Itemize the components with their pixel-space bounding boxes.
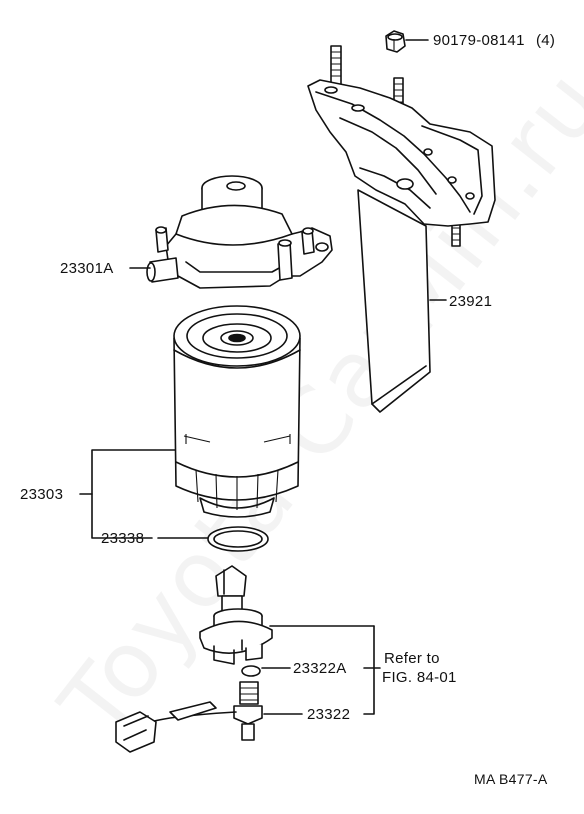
- filter-part: [79, 305, 301, 539]
- gasket-part: [157, 526, 269, 552]
- oring-part-number: 23322A: [293, 660, 347, 677]
- filter-head-part: [129, 175, 333, 289]
- diagram-code: MA B477-A: [474, 771, 548, 787]
- oring-part: [241, 665, 291, 677]
- switch-part-number: 23322: [307, 706, 351, 723]
- sensor-part: [199, 565, 375, 665]
- filter-head-part-number: 23301A: [60, 260, 114, 277]
- gasket-part-number: 23338: [101, 530, 145, 547]
- filter-part-number: 23303: [20, 486, 64, 503]
- refer-text-line2: FIG. 84-01: [382, 669, 457, 686]
- refer-text-line1: Refer to: [384, 650, 440, 667]
- refer-bracket: [363, 625, 381, 715]
- nut-part: [385, 30, 429, 53]
- bracket-part-number: 23921: [449, 293, 493, 310]
- nut-part-number: 90179-08141: [433, 32, 525, 49]
- bracket-part: [307, 45, 496, 413]
- switch-part: [115, 681, 303, 753]
- nut-quantity: (4): [536, 32, 556, 49]
